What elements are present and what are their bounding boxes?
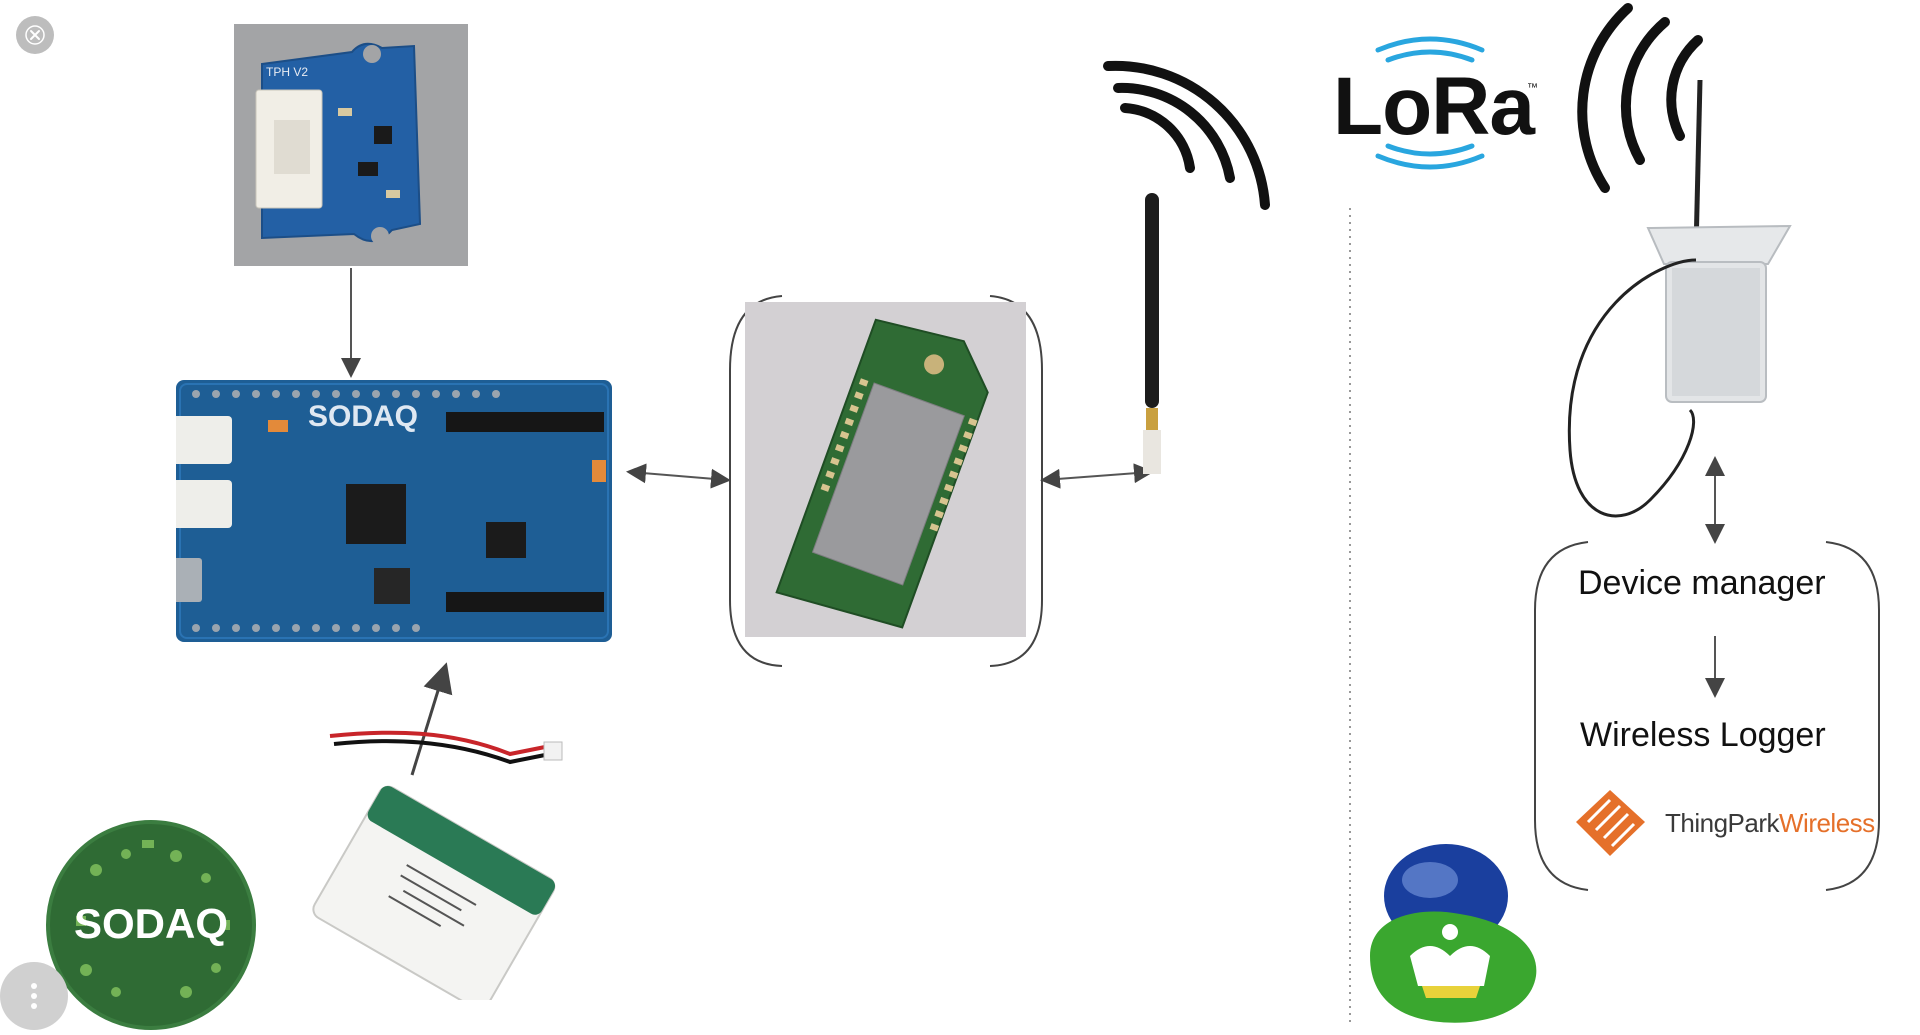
more-options-button[interactable] (0, 962, 68, 1030)
gateway-device-icon (1567, 79, 1792, 518)
main-board-photo: SODAQ (172, 380, 612, 642)
connector-board-module (626, 463, 731, 489)
thingpark-logo-icon (1576, 790, 1645, 856)
thingpark-wireless: Wireless (1779, 808, 1875, 838)
lora-module-photo (745, 302, 1026, 637)
lora-waves-icon (1375, 36, 1485, 170)
connector-module-antenna (1040, 463, 1154, 489)
wireless-logger-label: Wireless Logger (1580, 716, 1826, 754)
kpn-logo (1360, 836, 1550, 1026)
lora-trademark: ™ (1527, 82, 1538, 94)
lora-logo: LoRa (1333, 61, 1535, 152)
more-vertical-icon (31, 983, 37, 1009)
sensor-photo: TPH V2 (234, 24, 468, 266)
manager-box-left (1534, 541, 1589, 891)
board-brand-label: SODAQ (308, 400, 418, 433)
close-icon (25, 25, 45, 45)
sodaq-circle-logo: SODAQ (46, 820, 256, 1030)
device-manager-label: Device manager (1578, 564, 1826, 602)
sodaq-logo-text: SODAQ (74, 900, 228, 947)
gateway-waves-icon (1577, 3, 1703, 193)
close-button[interactable] (16, 16, 54, 54)
thingpark-logo-text: ThingParkWireless (1665, 808, 1875, 839)
thingpark-brand: ThingPark (1665, 808, 1780, 838)
connector-battery-board (410, 662, 453, 776)
battery-photo (300, 730, 640, 1011)
manager-box-right (1825, 541, 1880, 891)
sensor-board-label: TPH V2 (266, 65, 308, 79)
antenna-icon (1143, 193, 1161, 474)
radio-waves-icon (1103, 60, 1270, 210)
